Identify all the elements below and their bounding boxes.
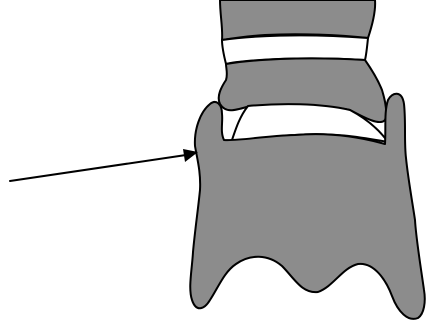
arrow-shaft: [10, 155, 186, 181]
upper-vertebra: [220, 0, 375, 40]
arrow-right-icon: [10, 149, 198, 181]
